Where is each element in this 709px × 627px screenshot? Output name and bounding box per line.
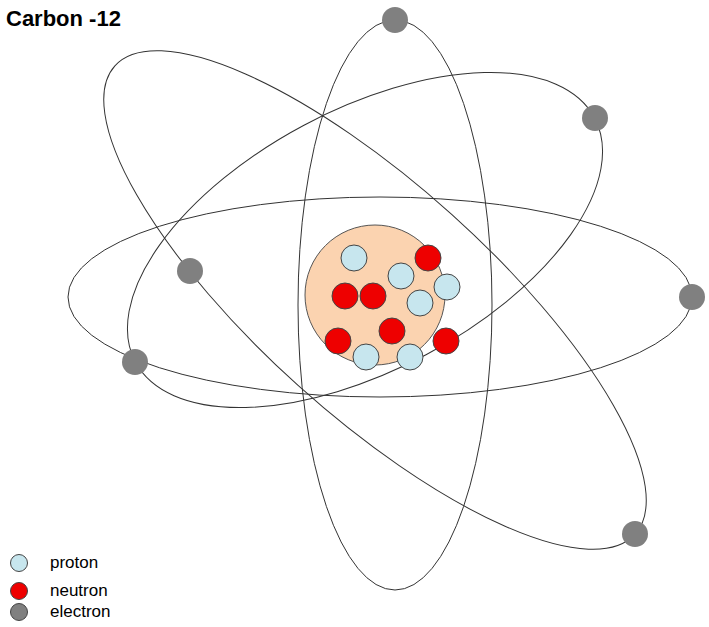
diagram-title: Carbon -12 [6,6,121,32]
proton [434,274,460,300]
neutron [415,245,441,271]
electron [622,521,648,547]
legend-text: neutron [50,580,108,602]
proton [407,290,433,316]
neutron [433,328,459,354]
legend-row: neutron [10,580,108,602]
neutron [325,328,351,354]
legend-swatch [10,603,28,621]
electron [382,7,408,33]
electron [679,284,705,310]
electron [582,105,608,131]
legend-text: proton [50,552,98,574]
proton [388,263,414,289]
orbit [38,0,709,620]
legend-row: proton [10,552,98,574]
neutron [332,283,358,309]
orbit [74,3,655,477]
proton [397,344,423,370]
orbit [298,20,492,590]
nucleus [305,225,445,365]
orbit [68,197,692,397]
proton [341,245,367,271]
legend-swatch [10,554,28,572]
neutron [379,318,405,344]
electron [122,349,148,375]
legend-row: electron [10,601,110,623]
neutron [360,283,386,309]
proton [353,344,379,370]
electron [177,258,203,284]
legend-swatch [10,582,28,600]
legend-text: electron [50,601,110,623]
